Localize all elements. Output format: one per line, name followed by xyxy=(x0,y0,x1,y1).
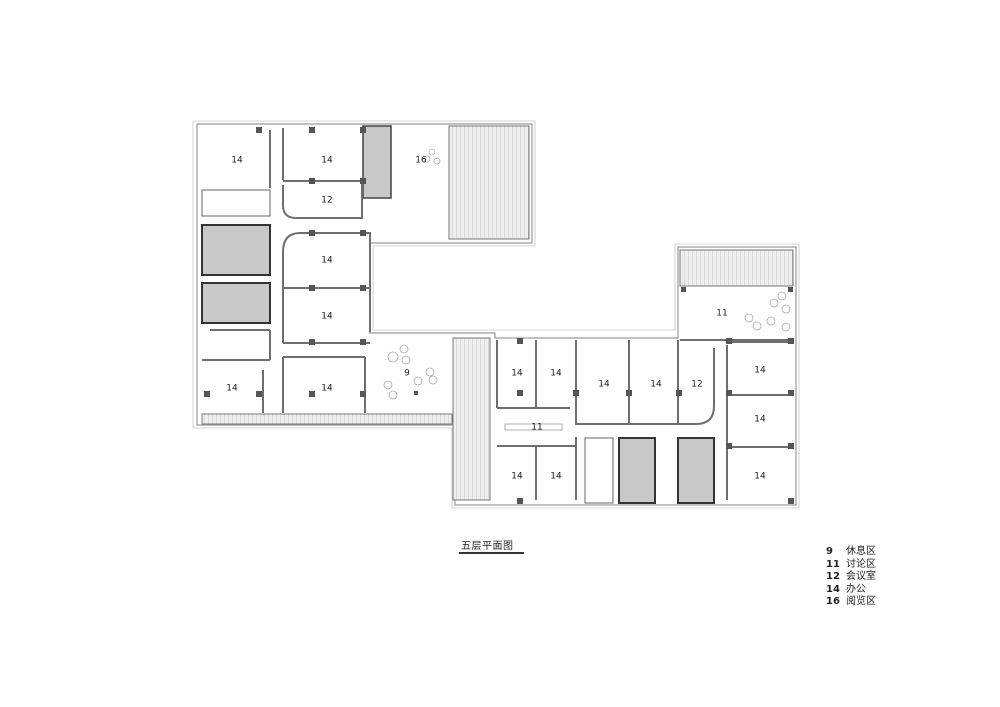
room-label: 14 xyxy=(754,472,766,482)
service-core-west xyxy=(201,224,271,324)
room-label: 14 xyxy=(650,380,662,390)
room-label: 9 xyxy=(404,369,410,379)
room-label: 14 xyxy=(226,384,238,394)
room-label: 14 xyxy=(231,156,243,166)
room-label: 14 xyxy=(754,366,766,376)
columns xyxy=(204,127,794,504)
room-label: 12 xyxy=(321,196,332,206)
walls xyxy=(202,128,793,500)
room-label: 14 xyxy=(321,156,333,166)
service-core-east xyxy=(618,437,715,504)
terrace-north xyxy=(448,125,530,240)
room-label: 14 xyxy=(321,256,333,266)
room-label: 14 xyxy=(754,415,766,425)
stair-north xyxy=(362,125,392,199)
restroom-east xyxy=(584,437,614,504)
room-label: 14 xyxy=(321,312,333,322)
room-label: 11 xyxy=(716,309,727,319)
room-label: 14 xyxy=(550,472,562,482)
lounge-furniture xyxy=(383,148,791,400)
terrace-south xyxy=(201,413,453,425)
room-label: 14 xyxy=(321,384,333,394)
drawing-title: 五层平面图 xyxy=(461,541,514,552)
title-underline xyxy=(459,552,524,554)
room-label: 12 xyxy=(691,380,702,390)
room-labels: 14 14 16 12 14 14 14 14 9 11 14 14 14 14… xyxy=(226,156,766,482)
terrace-middle xyxy=(452,337,491,501)
room-label: 11 xyxy=(531,423,542,433)
meeting-table xyxy=(504,423,563,431)
room-label: 14 xyxy=(550,369,562,379)
room-label: 16 xyxy=(415,156,427,166)
terrace-east xyxy=(679,249,794,287)
restroom-west xyxy=(201,189,271,217)
room-label: 14 xyxy=(598,380,610,390)
room-label: 14 xyxy=(511,369,523,379)
room-label: 14 xyxy=(511,472,523,482)
